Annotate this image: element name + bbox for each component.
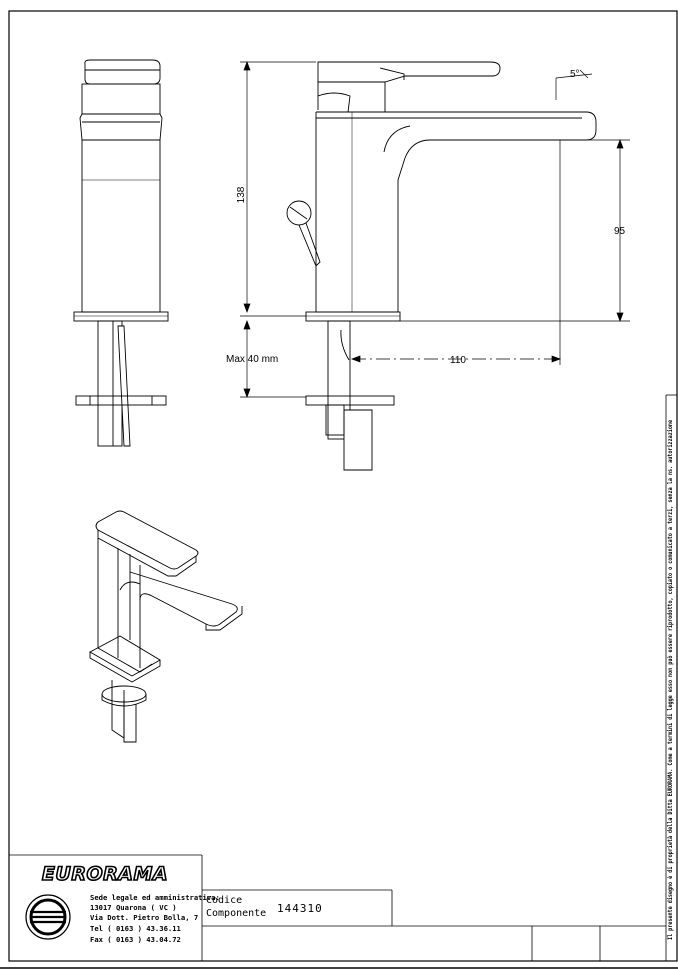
side-view	[286, 61, 597, 471]
address-line-4: Tel ( 0163 ) 43.36.11	[90, 924, 181, 933]
component-code: 144310	[277, 902, 323, 915]
dim-spout-reach: 110	[450, 355, 466, 366]
front-view	[73, 59, 169, 447]
logo-wordmark: EURORAMA	[42, 863, 168, 885]
dim-angle: 5°	[570, 69, 580, 80]
dim-spout-height: 95	[614, 226, 626, 237]
eurorama-logo: EURORAMA	[16, 862, 194, 886]
address-line-5: Fax ( 0163 ) 43.04.72	[90, 935, 181, 944]
address-line-2: 13017 Quarona ( VC )	[90, 903, 177, 912]
copyright-side-note: Il presente disegno è di proprietà della…	[667, 420, 674, 940]
dim-height-total: 138	[236, 186, 247, 203]
dim-max-thickness: Max 40 mm	[226, 354, 278, 365]
address-line-1: Sede legale ed amministrativa:	[90, 893, 220, 902]
dimension-lines	[240, 61, 630, 398]
title-block	[9, 854, 666, 961]
address-line-3: Via Dott. Pietro Bolla, 7	[90, 913, 198, 922]
componente-label: Componente	[206, 908, 266, 919]
isometric-view	[89, 510, 243, 743]
codice-label: Codice	[206, 895, 242, 906]
sheet-border	[8, 10, 678, 962]
company-seal-icon	[25, 894, 71, 940]
